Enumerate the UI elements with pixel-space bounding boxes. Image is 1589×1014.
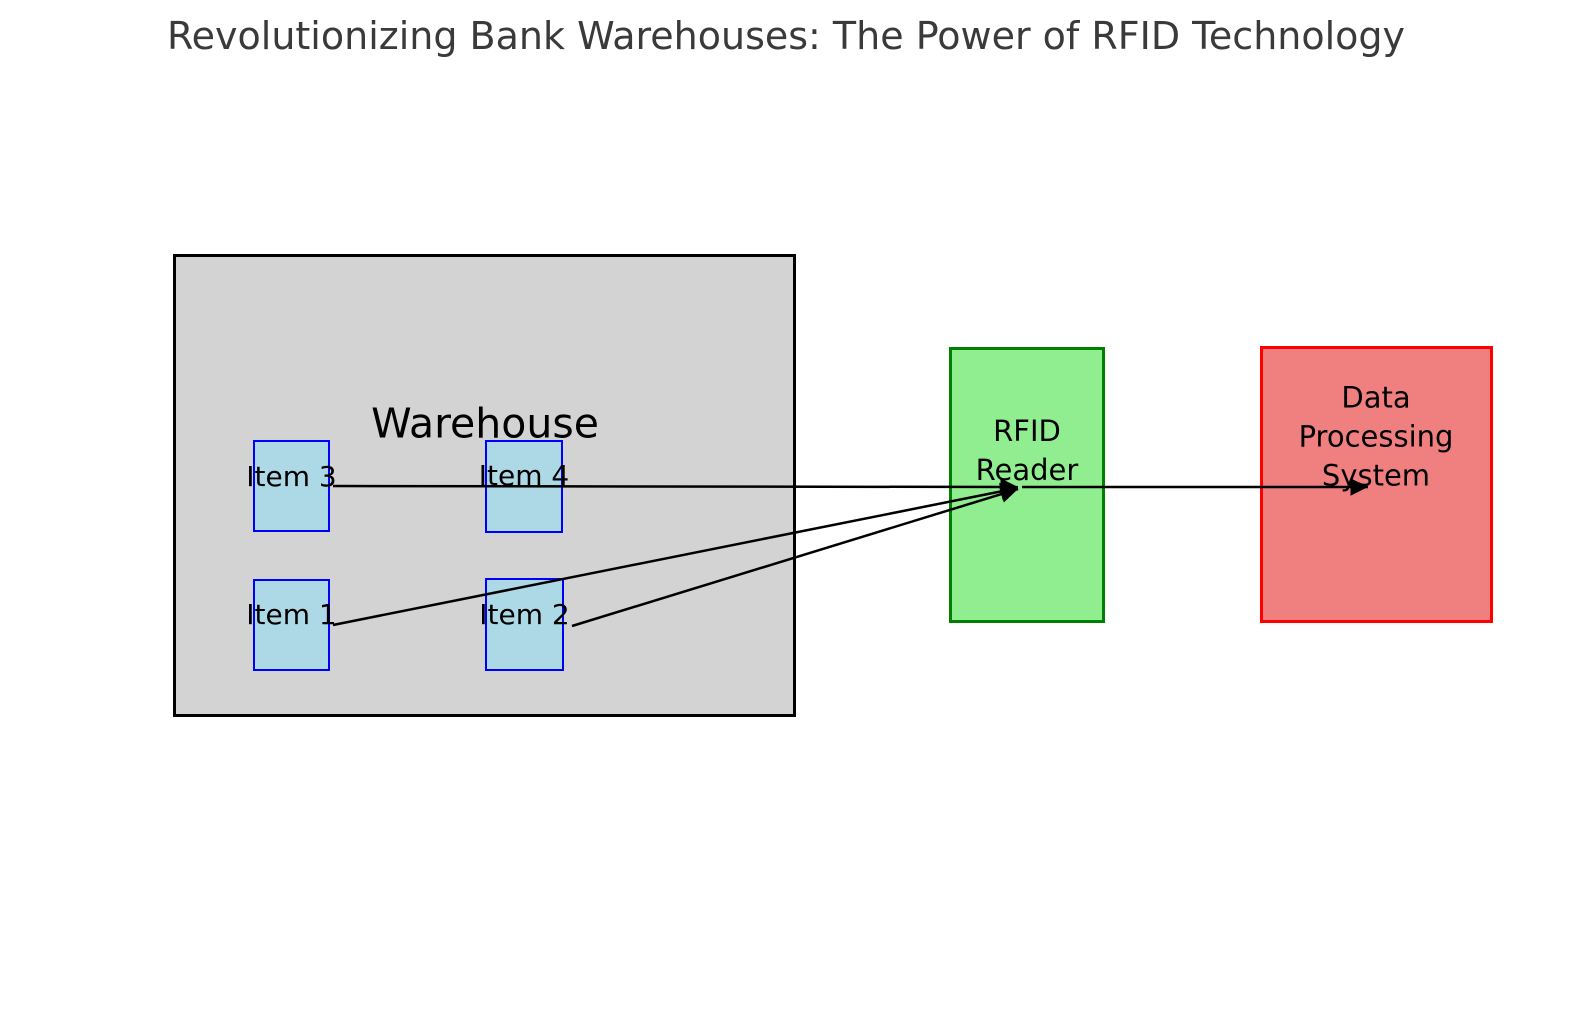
item-label-2: Item 2 [479, 598, 570, 631]
data-processing-system-label: Data Processing System [1299, 379, 1454, 496]
data-processing-system-label-line-2: Processing [1298, 419, 1454, 454]
data-processing-system-box [1260, 346, 1493, 623]
rfid-reader-label-line-2: Reader [975, 453, 1079, 487]
diagram-title: Revolutionizing Bank Warehouses: The Pow… [166, 14, 1406, 58]
item-label-3: Item 3 [246, 460, 337, 493]
warehouse-label: Warehouse [371, 399, 599, 448]
rfid-reader-label-line-1: RFID [993, 414, 1061, 448]
data-processing-system-label-line-1: Data [1341, 380, 1411, 415]
rfid-reader-label: RFID Reader [976, 412, 1079, 490]
data-processing-system-label-line-3: System [1321, 458, 1431, 493]
item-label-4: Item 4 [478, 459, 570, 492]
item-box-1 [253, 579, 330, 671]
item-label-1: Item 1 [246, 598, 337, 631]
item-box-3 [253, 440, 330, 532]
